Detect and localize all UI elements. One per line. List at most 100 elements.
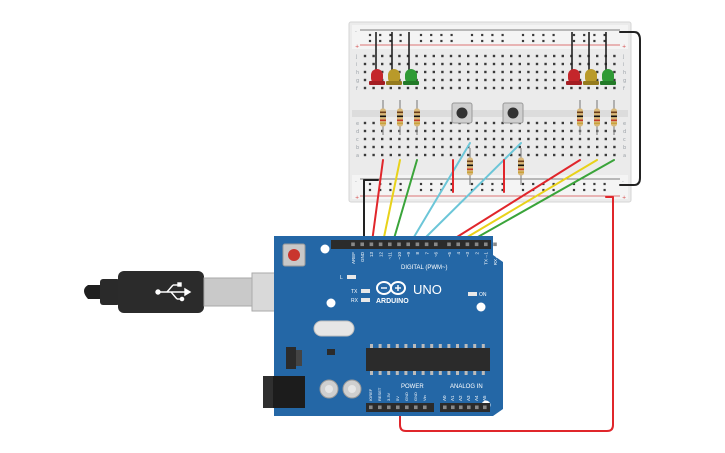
analog-pin-label: A2 <box>458 395 463 401</box>
row-letter: f <box>623 86 625 92</box>
digital-pin-label: ~6 <box>434 252 439 258</box>
mount-hole-1 <box>320 244 330 254</box>
breadboard-holes <box>363 33 616 192</box>
row-letter: h <box>356 70 359 76</box>
analog-pin-label: A3 <box>466 395 471 401</box>
led-rx-icon <box>361 298 370 302</box>
usb-icon <box>155 282 192 302</box>
rail-plus-label-tl: + <box>355 44 359 50</box>
wire-green-left <box>392 159 418 243</box>
wire-red-right <box>448 159 581 243</box>
led-l-icon <box>347 275 356 279</box>
led-leads-right <box>571 32 607 70</box>
center-channel <box>352 110 628 117</box>
resistor-icon <box>611 100 617 135</box>
analog-label: ANALOG IN <box>450 384 483 390</box>
wire-black-rail-link <box>619 31 641 186</box>
row-letter: d <box>356 129 359 135</box>
rail-minus-label-tl: - <box>355 29 357 35</box>
row-letter: j <box>622 54 624 60</box>
row-letter: d <box>623 129 626 135</box>
row-letter: g <box>356 78 359 84</box>
pushbutton-right-icon <box>502 102 524 124</box>
resistors <box>380 100 617 185</box>
power-pin-label: IOREF <box>368 388 373 401</box>
digital-pin-label: GND <box>360 251 365 262</box>
reset-button-icon <box>288 249 300 261</box>
row-letter: e <box>623 121 626 127</box>
voltage-regulator <box>286 347 296 369</box>
row-letter: f <box>356 86 358 92</box>
digital-pin-label: ~3 <box>465 252 470 258</box>
led-l-label: L <box>340 275 343 281</box>
led-rx-label: RX <box>351 298 359 304</box>
digital-pin-label: TX→1 <box>484 252 489 265</box>
brand-label: ARDUINO <box>376 298 409 305</box>
row-letter: g <box>623 78 626 84</box>
analog-pin-label: A5 <box>482 395 487 401</box>
digital-pin-label: ~9 <box>406 252 411 258</box>
crystal-oscillator <box>313 320 355 337</box>
row-letter: h <box>623 70 626 76</box>
wire-yellow-right <box>458 159 598 243</box>
digital-pin-label: 13 <box>369 252 374 258</box>
analog-pin-label: A1 <box>450 395 455 401</box>
row-letter: i <box>623 62 624 68</box>
atmega-chip <box>366 348 490 371</box>
led-green-right-icon <box>600 69 616 85</box>
power-pin-label: Vin <box>422 395 427 401</box>
resistor-icon <box>518 148 524 185</box>
wire-black-ground <box>363 179 379 243</box>
row-letter: c <box>623 137 626 143</box>
analog-header <box>440 403 490 412</box>
power-pin-label: GND <box>413 392 418 401</box>
row-letter: b <box>623 145 626 151</box>
wire-yellow-left <box>382 159 401 243</box>
rail-plus-label-bl: + <box>355 195 359 201</box>
wires <box>363 31 641 432</box>
rail-plus-label-br: + <box>622 195 626 201</box>
led-leads-left <box>375 32 410 70</box>
led-red-right-icon <box>566 69 582 85</box>
digital-pin-label: 12 <box>378 252 383 258</box>
led-yellow-left-icon <box>386 69 402 85</box>
arduino-logo-icon <box>376 281 406 295</box>
led-green-left-icon <box>403 69 419 85</box>
row-letter: b <box>356 145 359 151</box>
led-red-left-icon <box>369 69 385 85</box>
usb-cable <box>84 271 283 313</box>
power-header <box>366 403 434 412</box>
digital-pin-label: 2 <box>474 252 479 255</box>
digital-pin-label: ~10 <box>397 252 402 260</box>
digital-pin-label: ~11 <box>388 252 393 260</box>
resistor-icon <box>414 100 420 135</box>
analog-pin-label: A0 <box>442 395 447 401</box>
top-power-rail <box>352 25 628 49</box>
digital-pin-label: 8 <box>415 252 420 255</box>
resistor-icon <box>577 100 583 135</box>
row-letter: j <box>355 54 357 60</box>
digital-pin-label: AREF <box>351 252 356 264</box>
digital-pin-label: 4 <box>456 252 461 255</box>
row-letter: e <box>356 121 359 127</box>
row-letter: i <box>356 62 357 68</box>
rail-plus-label-tr: + <box>622 44 626 50</box>
wire-red-5v <box>399 196 614 432</box>
row-letter: a <box>623 153 626 159</box>
pushbutton-left-icon <box>451 102 473 124</box>
on-label: ON <box>479 292 487 298</box>
mount-hole-2 <box>326 298 336 308</box>
power-pin-label: GND <box>404 392 409 401</box>
power-pin-label: 5V <box>395 396 400 401</box>
wire-red-left <box>371 159 384 243</box>
digital-label: DIGITAL (PWM~) <box>401 265 448 271</box>
digital-pin-label: ~5 <box>447 252 452 258</box>
usb-connector-metal <box>203 277 253 307</box>
row-letter: c <box>356 137 359 143</box>
analog-pin-label: A4 <box>474 395 479 401</box>
led-on-icon <box>468 292 477 296</box>
rail-minus-label-bl: - <box>355 179 357 185</box>
row-letter: a <box>356 153 359 159</box>
